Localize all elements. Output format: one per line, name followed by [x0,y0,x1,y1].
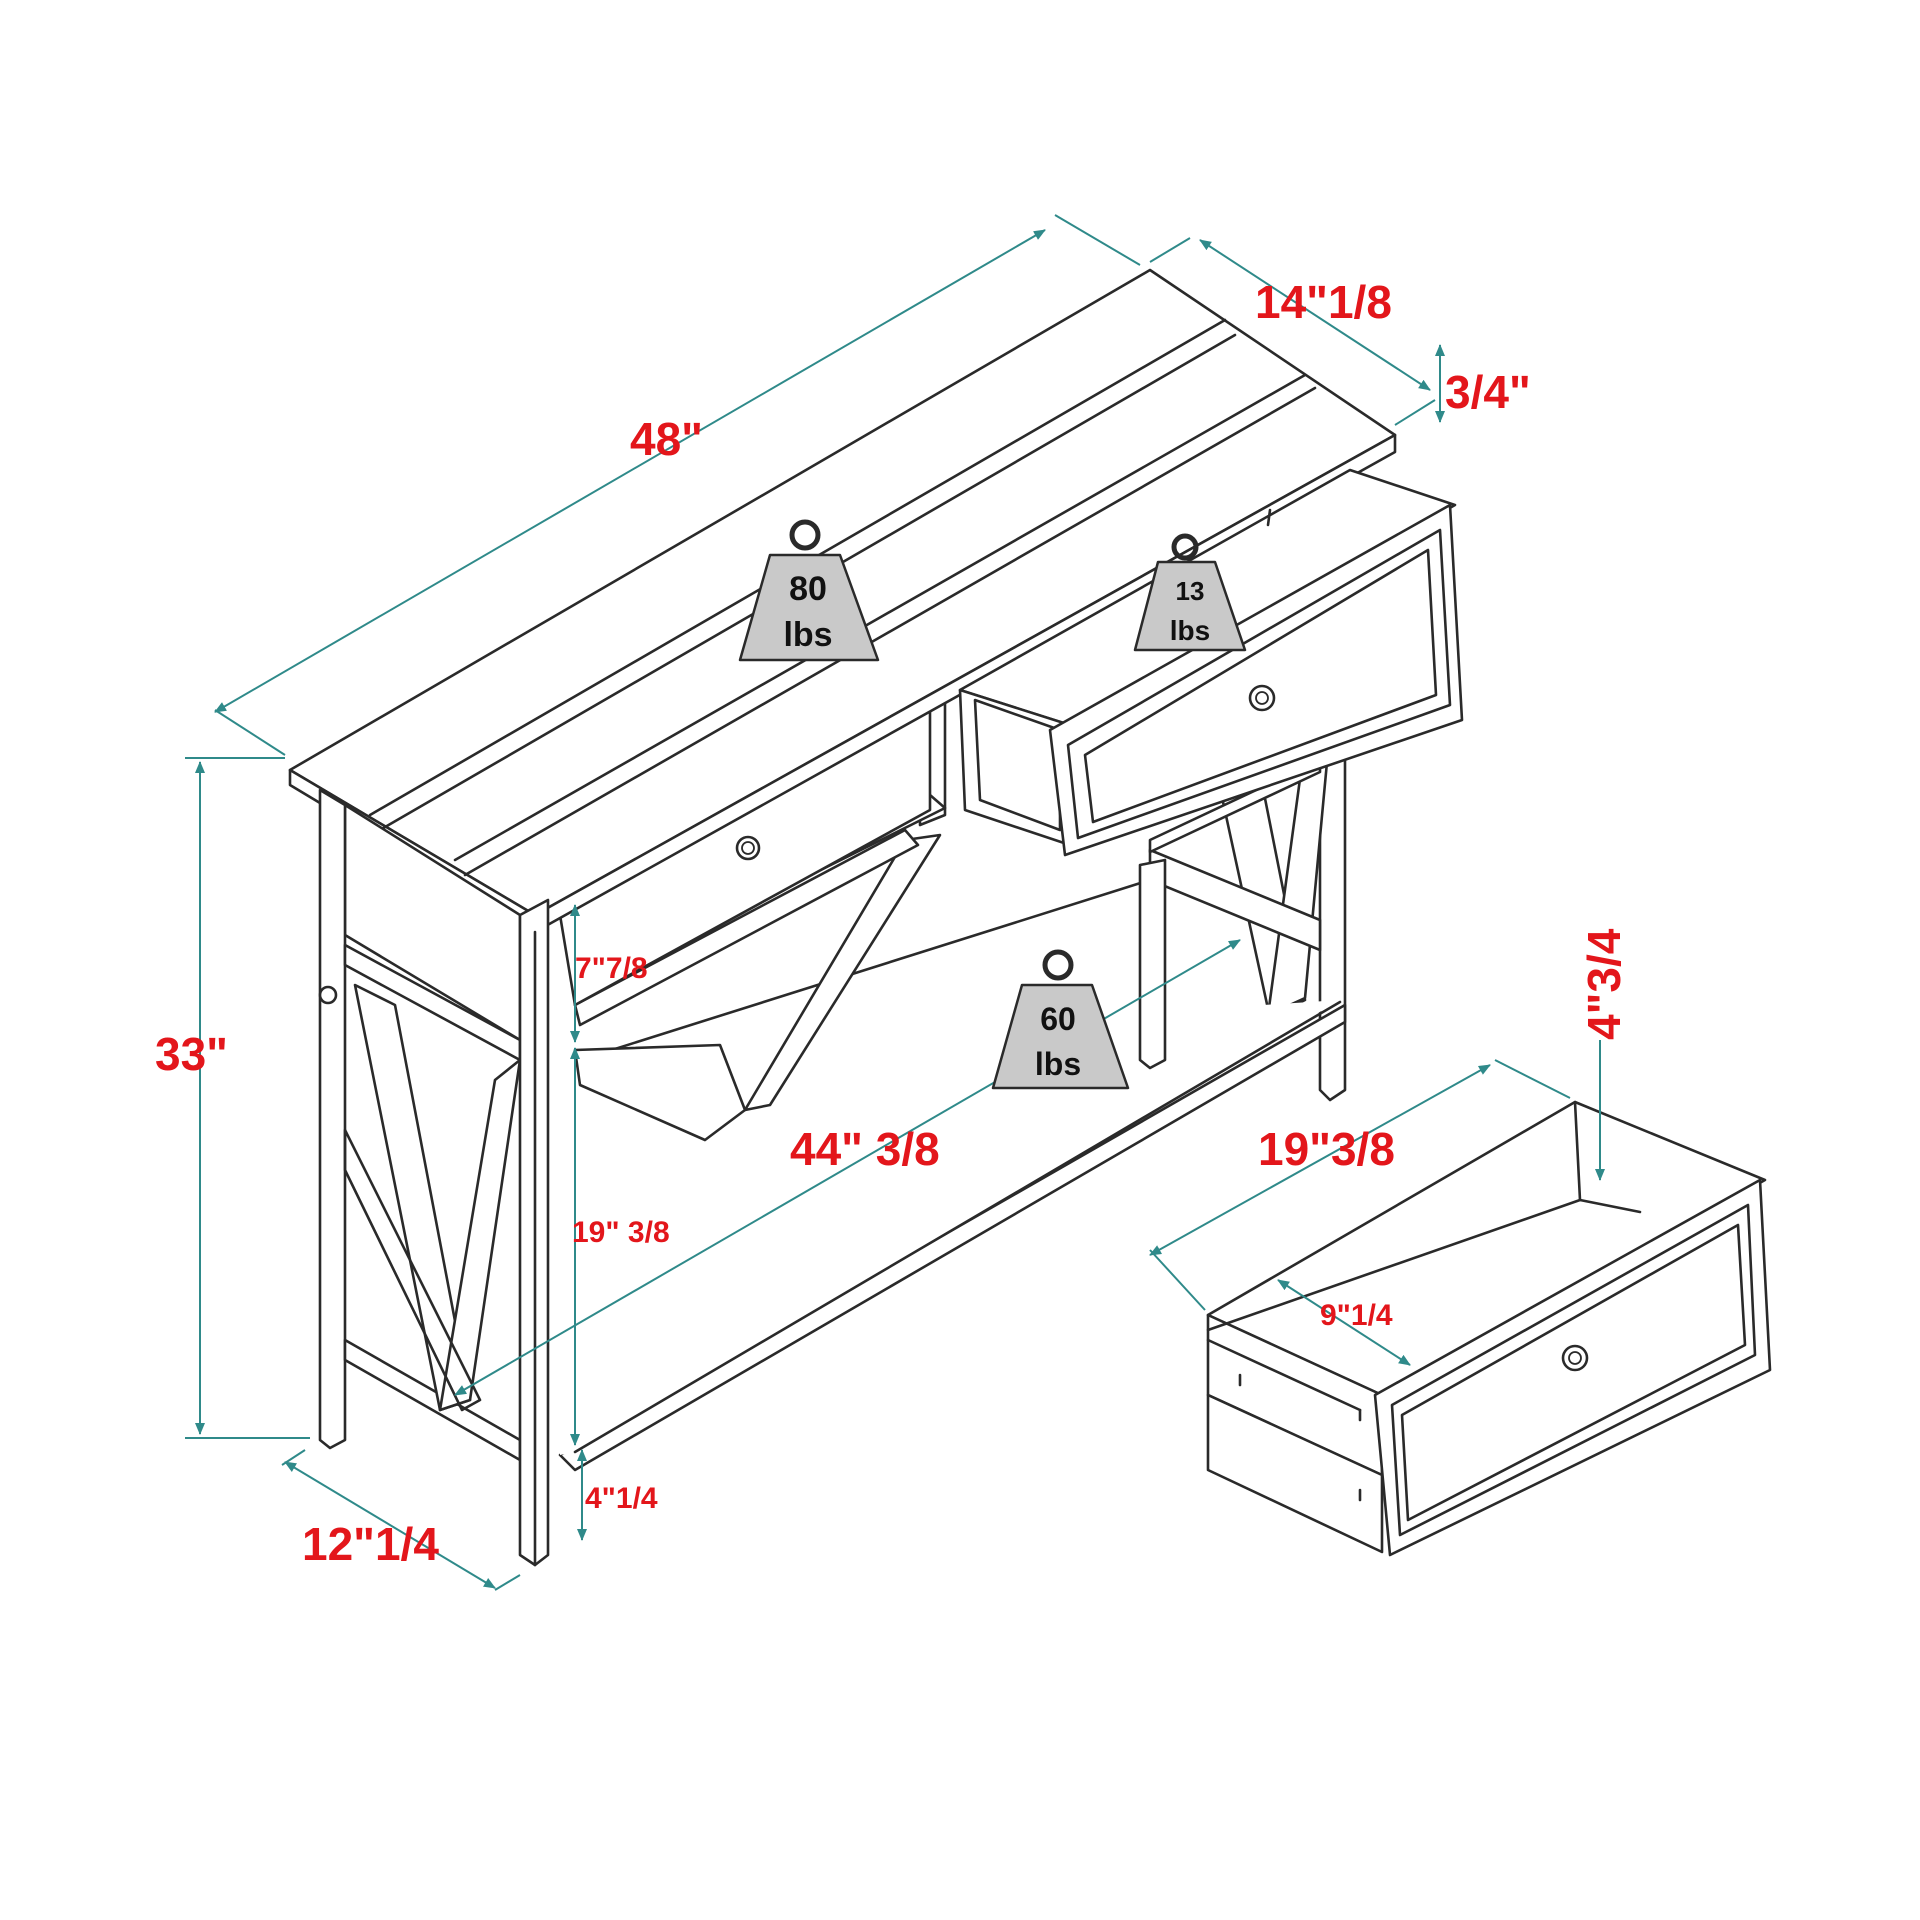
weight-80-value: 80 [789,570,827,608]
detached-drawer-knob [1561,1344,1589,1372]
weight-60-unit: lbs [1035,1046,1081,1082]
weight-13-icon: 13 lbs [1133,533,1247,652]
label-drawer-19-3-8: 19"3/8 [1258,1123,1395,1175]
weight-13-unit: lbs [1170,615,1210,646]
label-4-3-4: 4"3/4 [1578,928,1630,1040]
weight-80-icon: 80 lbs [738,519,880,662]
weight-80-unit: lbs [783,616,832,654]
right-drawer-knob [1248,684,1276,712]
label-4-1-4: 4"1/4 [585,1482,658,1515]
label-7-7-8: 7"7/8 [575,952,648,985]
back-left-leg [318,788,347,1450]
left-drawer-knob [735,835,761,861]
label-9-1-4: 9"1/4 [1320,1299,1393,1332]
label-3-4: 3/4" [1445,366,1531,418]
weight-13-value: 13 [1176,576,1205,606]
side-knob [318,985,338,1005]
label-44-3-8: 44" 3/8 [790,1123,940,1175]
dimension-lines [185,214,1605,1591]
dimension-labels: 48" 14"1/8 3/4" 33" 44" 3/8 7"7/8 19" 3/… [155,276,1630,1570]
label-14-1-8: 14"1/8 [1255,276,1392,328]
label-48: 48" [630,413,703,465]
weight-60-value: 60 [1040,1001,1076,1037]
label-33: 33" [155,1028,228,1080]
label-19-3-8-vertical: 19" 3/8 [572,1216,670,1249]
label-12-1-4: 12"1/4 [302,1518,439,1570]
weight-60-icon: 60 lbs [991,949,1130,1090]
front-right-leg [1138,858,1167,1070]
